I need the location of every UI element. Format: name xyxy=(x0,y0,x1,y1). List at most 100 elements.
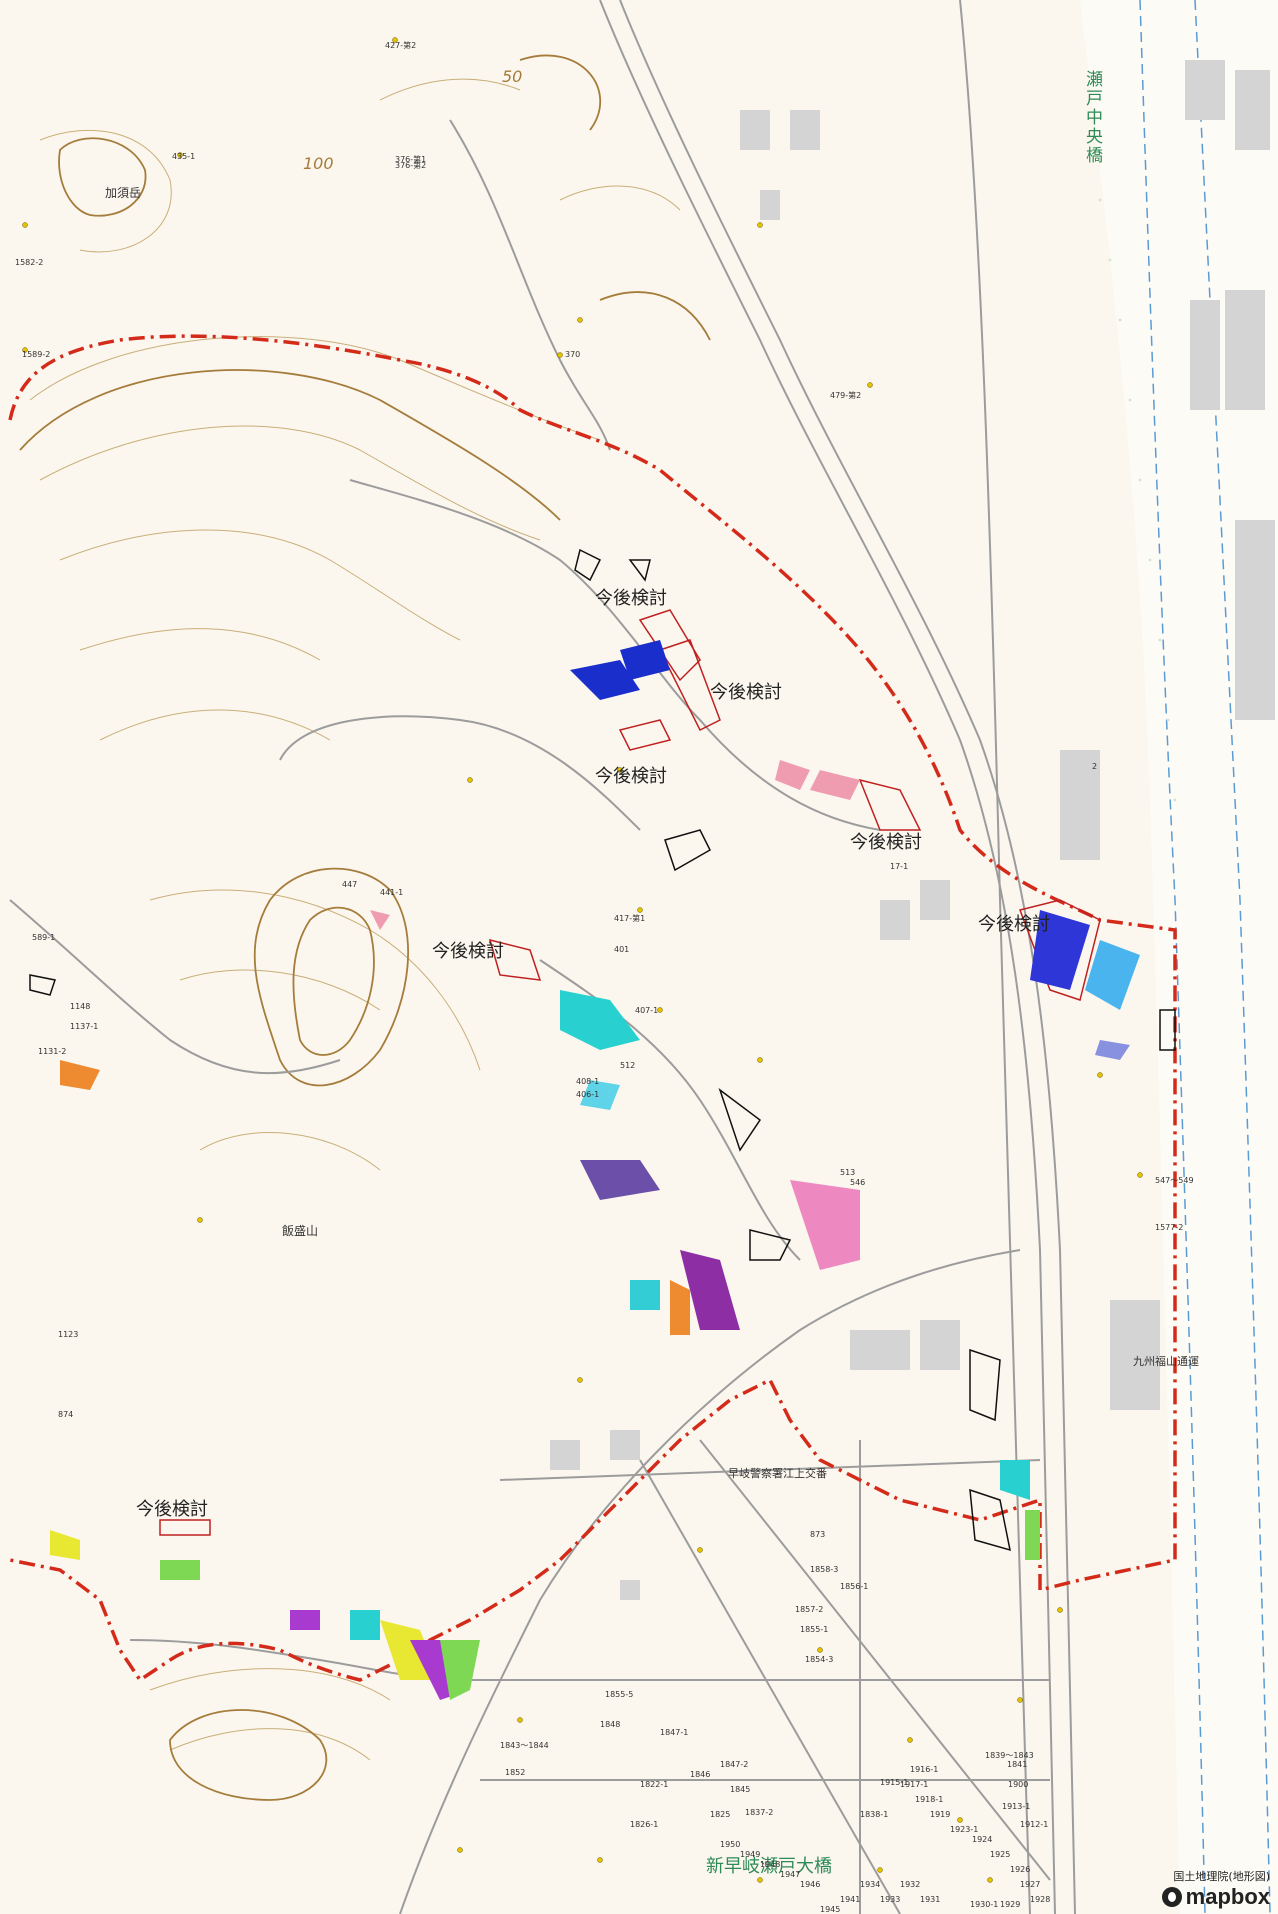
tbd-label: 今後検討 xyxy=(710,682,782,703)
parcel-number-label: 1930-1 xyxy=(970,1900,999,1909)
parcel-number-label: 513 xyxy=(840,1168,856,1177)
parcel-number-label: 1925 xyxy=(990,1850,1011,1859)
bridge-label-shin-haiki: 新早岐瀬戸大橋 xyxy=(706,1856,832,1877)
parcel-number-label: 547～549 xyxy=(1155,1176,1194,1185)
mapbox-logo-text: mapbox xyxy=(1185,1884,1270,1909)
mapbox-logo-icon xyxy=(1161,1887,1182,1907)
mountain-label-kasudake: 加須岳 xyxy=(105,186,142,200)
attribution: 国土地理院(地形図) mapbox xyxy=(1161,1868,1270,1910)
parcel-number-label: 1931 xyxy=(920,1895,941,1904)
mountain-label-iimoriyama: 飯盛山 xyxy=(282,1224,319,1238)
parcel-number-label: 1941 xyxy=(840,1895,861,1904)
tbd-label: 今後検討 xyxy=(136,1499,208,1520)
parcel-number-label: 1929 xyxy=(1000,1900,1021,1909)
parcel-number-label: 376-第1 xyxy=(395,155,427,164)
parcel-number-label: 1926 xyxy=(1010,1865,1031,1874)
parcel-number-label: 1856-1 xyxy=(840,1582,869,1591)
parcel-number-label: 1916-1 xyxy=(910,1765,939,1774)
tbd-label: 今後検討 xyxy=(978,914,1050,935)
parcel-number-label: 1845 xyxy=(730,1785,751,1794)
parcel-number-label: 1847-1 xyxy=(660,1728,689,1737)
parcel-number-label: 1857-2 xyxy=(795,1605,824,1614)
contour-label-50: 50 xyxy=(502,67,523,86)
parcel-number-label: 1123 xyxy=(58,1330,79,1339)
parcel-number-label: 1847-2 xyxy=(720,1760,749,1769)
tbd-label: 今後検討 xyxy=(595,766,667,787)
parcel-number-label: 479-第2 xyxy=(830,391,862,400)
parcel-number-label: 427-第2 xyxy=(385,41,417,50)
contours-index xyxy=(19,54,711,1801)
parcels-filled xyxy=(50,640,1140,1700)
parcel-number-label: 1919 xyxy=(930,1810,951,1819)
parcel-number-label: 1848 xyxy=(600,1720,621,1729)
parcel-number-label: 1137-1 xyxy=(70,1022,99,1031)
parcel-number-label: 874 xyxy=(58,1410,74,1419)
parcel-number-label: 1131-2 xyxy=(38,1047,67,1056)
parcel-number-label: 1932 xyxy=(900,1880,921,1889)
parcel-number-label: 1900 xyxy=(1008,1780,1029,1789)
parcel-number-label: 1843～1844 xyxy=(500,1741,549,1750)
parcel-number-label: 1924 xyxy=(972,1835,993,1844)
parcel-number-label: 1950 xyxy=(720,1840,741,1849)
parcel-number-label: 1927 xyxy=(1020,1880,1041,1889)
parcel-number-label: 1915-1 xyxy=(880,1778,909,1787)
parcel-number-label: 401 xyxy=(614,945,630,954)
parcel-number-label: 1918-1 xyxy=(915,1795,944,1804)
parcel-number-label: 407-1 xyxy=(635,1006,659,1015)
parcel-number-label: 417-第1 xyxy=(614,914,646,923)
company-label: 九州福山通運 xyxy=(1133,1355,1199,1368)
bridge-label-seto-chuo: 瀬戸中央橋 xyxy=(1082,70,1102,165)
parcel-number-label: 1839～1843 xyxy=(985,1751,1034,1760)
parcel-number-label: 1947 xyxy=(780,1870,801,1879)
parcel-number-label: 1846 xyxy=(690,1770,711,1779)
parcel-number-label: 370 xyxy=(565,350,581,359)
parcel-number-label: 408-1 xyxy=(576,1077,600,1086)
parcel-number-label: 1148 xyxy=(70,1002,91,1011)
parcel-number-label: 1854-3 xyxy=(805,1655,834,1664)
parcel-number-label: 1855-1 xyxy=(800,1625,829,1634)
parcel-number-label: 589-1 xyxy=(32,933,56,942)
parcel-points xyxy=(22,37,1143,1883)
parcel-number-label: 1826-1 xyxy=(630,1820,659,1829)
parcel-number-label: 1577-2 xyxy=(1155,1223,1184,1232)
parcels-black-outline xyxy=(29,548,1176,1552)
parcel-number-label: 2 xyxy=(1092,762,1098,771)
parcel-number-label: 435-1 xyxy=(172,152,196,161)
parcel-number-label: 1822-1 xyxy=(640,1780,669,1789)
parcel-number-label: 1589-2 xyxy=(22,350,51,359)
parcel-number-label: 1933 xyxy=(880,1895,901,1904)
parcel-number-label: 376-第2 xyxy=(395,161,427,170)
parcel-number-label: 1949 xyxy=(740,1850,761,1859)
parcel-number-label: 1825 xyxy=(710,1810,731,1819)
parcel-number-label: 1934 xyxy=(860,1880,881,1889)
attribution-source: 国土地理院(地形図) xyxy=(1173,1870,1270,1883)
parcel-number-label: 1946 xyxy=(800,1880,821,1889)
tbd-label: 今後検討 xyxy=(595,588,667,609)
parcel-number-label: 512 xyxy=(620,1061,636,1070)
parcel-number-label: 406-1 xyxy=(576,1090,600,1099)
parcel-number-label: 1913-1 xyxy=(1002,1802,1031,1811)
parcel-number-label: 1582-2 xyxy=(15,258,44,267)
parcel-number-label: 1838-1 xyxy=(860,1810,889,1819)
tbd-label: 今後検討 xyxy=(432,941,504,962)
parcel-number-label: 441-1 xyxy=(380,888,404,897)
parcel-number-label: 873 xyxy=(810,1530,826,1539)
parcel-number-label: 1858-3 xyxy=(810,1565,839,1574)
contour-label-100: 100 xyxy=(303,154,334,173)
parcel-number-label: 17-1 xyxy=(890,862,909,871)
river-dots xyxy=(1098,198,1177,802)
parcel-number-label: 1912-1 xyxy=(1020,1820,1049,1829)
river-lines xyxy=(1139,0,1271,1914)
parcel-number-label: 1945 xyxy=(820,1905,841,1914)
roads xyxy=(9,0,1076,1914)
parcel-number-label: 1855-5 xyxy=(605,1690,634,1699)
parcel-number-label: 1917-1 xyxy=(900,1780,929,1789)
parcel-number-label: 447 xyxy=(342,880,358,889)
parcel-number-label: 1948 xyxy=(760,1860,781,1869)
mapbox-logo[interactable]: mapbox xyxy=(1161,1884,1270,1910)
parcel-number-label: 546 xyxy=(850,1178,866,1187)
buildings xyxy=(550,60,1275,1600)
police-box-label: 早岐警察署江上交番 xyxy=(728,1467,827,1480)
